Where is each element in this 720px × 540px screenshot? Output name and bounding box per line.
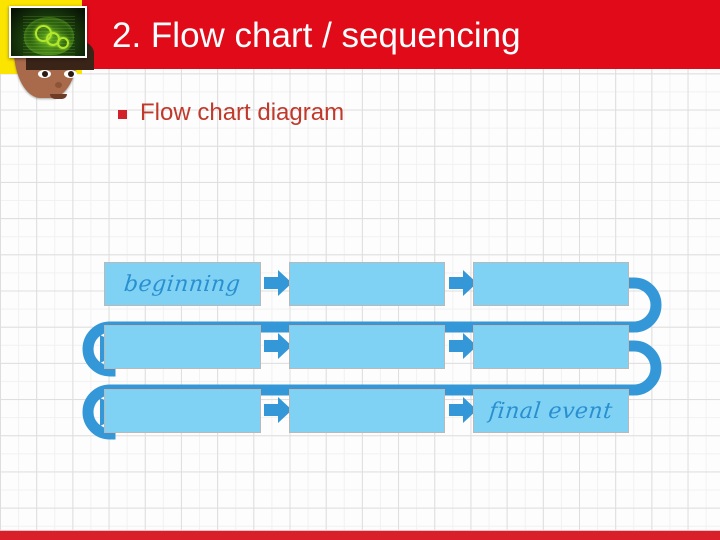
flow-box[interactable] <box>473 325 629 369</box>
footer-bar <box>0 531 720 540</box>
flow-box[interactable]: final event <box>473 389 629 433</box>
arrow-icon <box>449 397 477 423</box>
arrow-icon <box>264 397 292 423</box>
gear-icon <box>57 37 69 49</box>
connector-wrap-2 <box>110 340 662 396</box>
flow-box-label: final event <box>487 398 615 424</box>
arrow-icon <box>264 333 292 359</box>
page-title: 2. Flow chart / sequencing <box>112 16 521 55</box>
avatar-eye-left <box>38 70 51 78</box>
connector-curl-2 <box>82 384 116 440</box>
connector-curl-1 <box>82 321 116 377</box>
square-bullet-icon <box>118 109 127 119</box>
avatar-mouth <box>50 94 67 99</box>
footer-divider <box>0 530 720 531</box>
flow-box[interactable] <box>289 262 445 306</box>
bullet-item: Flow chart diagram <box>118 99 344 127</box>
flow-box[interactable] <box>289 389 445 433</box>
avatar <box>0 0 94 100</box>
arrow-icon <box>449 333 477 359</box>
brain-gears-icon <box>9 6 87 58</box>
flow-box-label: beginning <box>122 271 242 297</box>
avatar-nose <box>55 82 62 88</box>
flow-box[interactable] <box>289 325 445 369</box>
flow-box[interactable]: beginning <box>104 262 261 306</box>
arrow-icon <box>264 270 292 296</box>
bullet-item-label: Flow chart diagram <box>140 99 345 126</box>
inline-arrows <box>264 270 477 423</box>
flow-box[interactable] <box>104 389 261 433</box>
header-bar <box>0 0 720 69</box>
connector-wrap-1 <box>110 277 662 333</box>
flow-box[interactable] <box>104 325 261 369</box>
arrow-icon <box>449 270 477 296</box>
scanline-overlay <box>23 16 75 56</box>
avatar-eye-right <box>64 70 77 78</box>
flow-box[interactable] <box>473 262 629 306</box>
